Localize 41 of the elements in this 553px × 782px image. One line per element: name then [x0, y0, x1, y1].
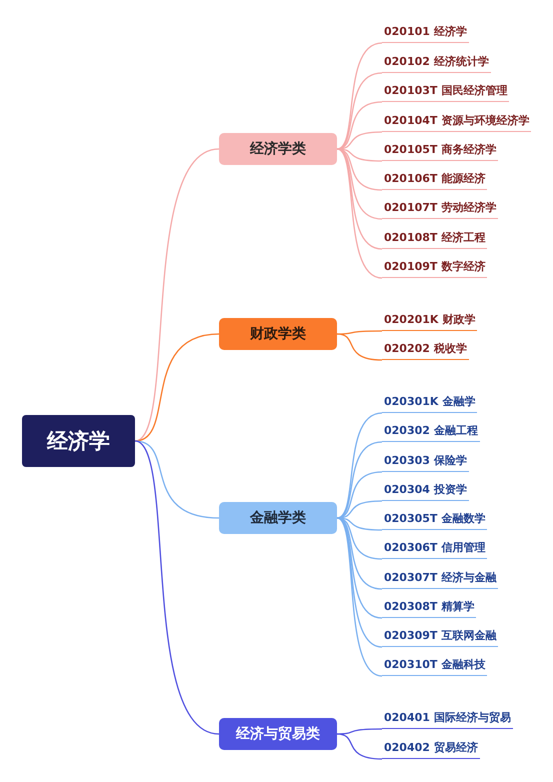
connector-line [336, 333, 382, 361]
connector-line [336, 42, 382, 150]
major-label: 020108T 经济工程 [382, 229, 488, 249]
major-label: 020310T 金融科技 [382, 656, 488, 676]
connector-line [134, 440, 220, 735]
connector-line [336, 517, 382, 677]
major-label: 020304 投资学 [382, 481, 469, 501]
major-label: 020105T 商务经济学 [382, 141, 498, 161]
category-box: 财政学类 [219, 318, 337, 350]
major-label: 020307T 经济与金融 [382, 569, 498, 589]
major-label: 020308T 精算学 [382, 598, 476, 618]
connector-line [134, 333, 220, 442]
major-label: 020201K 财政学 [382, 311, 478, 331]
connector-line [336, 471, 382, 519]
major-label: 020107T 劳动经济学 [382, 199, 498, 219]
connector-line [336, 101, 382, 150]
major-label: 020202 税收学 [382, 340, 469, 360]
major-label: 020301K 金融学 [382, 393, 478, 413]
connector-line [336, 412, 382, 519]
major-label: 020302 金融工程 [382, 422, 480, 442]
major-label: 020303 保险学 [382, 452, 469, 472]
major-label: 020401 国际经济与贸易 [382, 709, 513, 729]
connector-line [134, 440, 220, 519]
major-label: 020102 经济统计学 [382, 53, 491, 73]
category-box: 金融学类 [219, 502, 337, 534]
root-box: 经济学 [22, 415, 135, 467]
major-label: 020109T 数字经济 [382, 258, 488, 278]
connector-line [336, 148, 382, 279]
major-label: 020402 贸易经济 [382, 739, 480, 759]
connector-line [336, 148, 382, 250]
major-label: 020101 经济学 [382, 23, 469, 43]
category-box: 经济与贸易类 [219, 718, 337, 750]
major-label: 020106T 能源经济 [382, 170, 488, 190]
connector-line [134, 148, 220, 442]
major-label: 020305T 金融数学 [382, 510, 488, 530]
category-box: 经济学类 [219, 133, 337, 165]
major-label: 020309T 互联网金融 [382, 627, 498, 647]
major-label: 020306T 信用管理 [382, 539, 488, 559]
major-label: 020103T 国民经济管理 [382, 82, 510, 102]
connector-line [336, 733, 382, 760]
major-label: 020104T 资源与环境经济学 [382, 112, 532, 132]
